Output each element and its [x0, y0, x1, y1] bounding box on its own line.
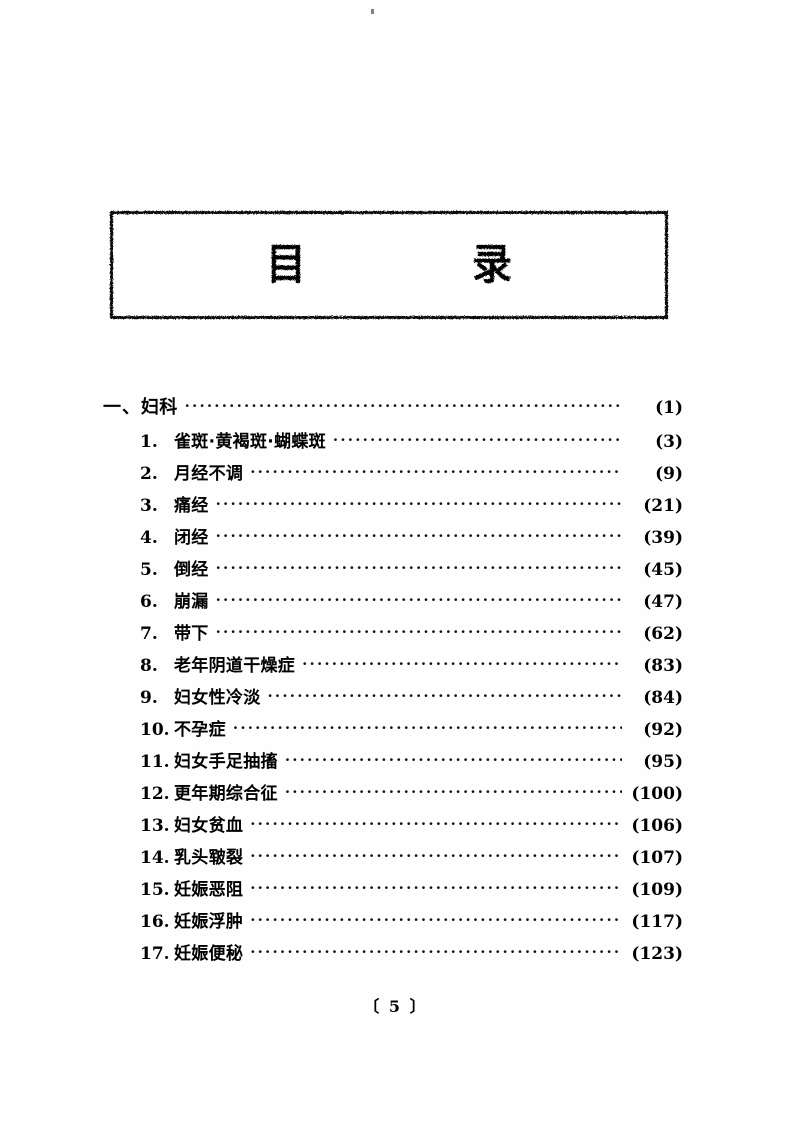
- toc-entry[interactable]: 17.妊娠便秘 ·································…: [0, 939, 791, 971]
- toc-entry-page-number: (83): [643, 656, 683, 676]
- toc-entry[interactable]: 13.妇女贫血 ·································…: [0, 811, 791, 843]
- toc-entry-page-number: (21): [643, 496, 683, 516]
- toc-entry-label: 闭经: [174, 528, 209, 548]
- toc-entry-label: 老年阴道干燥症: [174, 656, 296, 676]
- toc-entry-number: 1.: [140, 432, 158, 452]
- toc-entry-number: 14.: [140, 848, 170, 868]
- toc-entry-number: 5.: [140, 560, 158, 580]
- toc-leader-dots: ········································…: [250, 463, 622, 481]
- toc-entry-label: 妇女手足抽搐: [174, 752, 278, 772]
- toc-entry-page-number: (45): [643, 560, 683, 580]
- toc-entry-label: 倒经: [174, 560, 209, 580]
- contents-title-box: 目 录: [110, 211, 668, 319]
- toc-leader-dots: ········································…: [215, 559, 622, 577]
- toc-entry[interactable]: 12.更年期综合征 ·······························…: [0, 779, 791, 811]
- toc-entry-number: 9.: [140, 688, 158, 708]
- toc-entry-page-number: (3): [655, 432, 683, 452]
- toc-leader-dots: ········································…: [215, 591, 622, 609]
- toc-entry[interactable]: 7. 带下 ····································…: [0, 619, 791, 651]
- toc-entry[interactable]: 9. 妇女性冷淡 ·································…: [0, 683, 791, 715]
- toc-leader-dots: ········································…: [232, 719, 622, 737]
- toc-entry-label: 妊娠恶阻: [174, 880, 244, 900]
- toc-entry-number: 15.: [140, 880, 170, 900]
- toc-entry-label: 带下: [174, 624, 209, 644]
- toc-entry[interactable]: 15.妊娠恶阻 ·································…: [0, 875, 791, 907]
- toc-leader-dots: ········································…: [284, 783, 622, 801]
- toc-entry-page-number: (106): [631, 816, 683, 836]
- toc-entry[interactable]: 11.妇女手足抽搐 ·······························…: [0, 747, 791, 779]
- toc-entry-number: 2.: [140, 464, 158, 484]
- toc-entry-number: 17.: [140, 944, 170, 964]
- toc-entry-number: 13.: [140, 816, 170, 836]
- toc-entry-page-number: (39): [643, 528, 683, 548]
- toc-entry[interactable]: 4. 闭经 ····································…: [0, 523, 791, 555]
- toc-leader-dots: ········································…: [267, 687, 623, 705]
- toc-entry-page-number: (9): [655, 464, 683, 484]
- toc-entry-label: 雀斑·黄褐斑·蝴蝶斑: [174, 432, 326, 452]
- toc-entry-number: 10.: [140, 720, 170, 740]
- toc-entry-label: 痛经: [174, 496, 209, 516]
- toc-entry-label: 崩漏: [174, 592, 209, 612]
- toc-entry-label: 月经不调: [174, 464, 244, 484]
- toc-entry-label: 妇女贫血: [174, 816, 244, 836]
- toc-entry[interactable]: 1. 雀斑·黄褐斑·蝴蝶斑 ····························…: [0, 427, 791, 459]
- toc-entry[interactable]: 5. 倒经 ····································…: [0, 555, 791, 587]
- contents-title-box-inner: 目 录: [113, 214, 665, 316]
- toc-entry[interactable]: 6. 崩漏 ····································…: [0, 587, 791, 619]
- toc-entry-number: 4.: [140, 528, 158, 548]
- toc-leader-dots: ········································…: [332, 431, 622, 449]
- toc-leader-dots: ········································…: [215, 623, 622, 641]
- toc-entry-number: 一、: [103, 397, 141, 418]
- toc-entry-page-number: (92): [643, 720, 683, 740]
- toc-leader-dots: ········································…: [302, 655, 622, 673]
- toc-leader-dots: ········································…: [215, 495, 622, 513]
- toc-entry[interactable]: 2. 月经不调 ··································…: [0, 459, 791, 491]
- toc-leader-dots: ········································…: [250, 815, 622, 833]
- toc-leader-dots: ········································…: [184, 397, 622, 415]
- toc-entry-number: 6.: [140, 592, 158, 612]
- toc-entry-page-number: (107): [631, 848, 683, 868]
- toc-entry[interactable]: 一、妇科 ····································…: [0, 393, 791, 427]
- toc-entry-label: 妇科: [141, 397, 178, 418]
- toc-entry-page-number: (95): [643, 752, 683, 772]
- scan-artifact-speck: [371, 9, 374, 14]
- toc-leader-dots: ········································…: [215, 527, 622, 545]
- toc-entry[interactable]: 8. 老年阴道干燥症 ·······························…: [0, 651, 791, 683]
- page-number-folio: 〔 5 〕: [363, 997, 428, 1016]
- toc-entry-page-number: (100): [631, 784, 683, 804]
- toc-leader-dots: ········································…: [284, 751, 622, 769]
- toc-leader-dots: ········································…: [250, 943, 622, 961]
- toc-entry[interactable]: 3. 痛经 ····································…: [0, 491, 791, 523]
- toc-entry-page-number: (109): [631, 880, 683, 900]
- toc-entry-page-number: (47): [643, 592, 683, 612]
- toc-entry-page-number: (123): [631, 944, 683, 964]
- toc-entry-number: 7.: [140, 624, 158, 644]
- toc-entry-number: 11.: [140, 752, 170, 772]
- toc-entry-page-number: (62): [643, 624, 683, 644]
- page-title: 目 录: [266, 239, 588, 290]
- toc-entry[interactable]: 10.不孕症 ··································…: [0, 715, 791, 747]
- toc-entry-label: 乳头皲裂: [174, 848, 244, 868]
- toc-leader-dots: ········································…: [250, 879, 622, 897]
- toc-entry[interactable]: 14.乳头皲裂 ·································…: [0, 843, 791, 875]
- toc-entry-number: 16.: [140, 912, 170, 932]
- toc-entry-page-number: (1): [655, 398, 683, 418]
- toc-leader-dots: ········································…: [250, 847, 622, 865]
- toc-leader-dots: ········································…: [250, 911, 622, 929]
- toc-entry-number: 12.: [140, 784, 170, 804]
- toc-entry-label: 妇女性冷淡: [174, 688, 261, 708]
- table-of-contents: 一、妇科 ····································…: [0, 393, 791, 971]
- toc-entry-number: 3.: [140, 496, 158, 516]
- toc-entry-label: 不孕症: [174, 720, 226, 740]
- toc-entry-label: 妊娠浮肿: [174, 912, 244, 932]
- toc-entry-page-number: (117): [631, 912, 683, 932]
- toc-entry-number: 8.: [140, 656, 158, 676]
- toc-entry-page-number: (84): [643, 688, 683, 708]
- toc-entry-label: 妊娠便秘: [174, 944, 244, 964]
- toc-entry-label: 更年期综合征: [174, 784, 278, 804]
- toc-entry[interactable]: 16.妊娠浮肿 ·································…: [0, 907, 791, 939]
